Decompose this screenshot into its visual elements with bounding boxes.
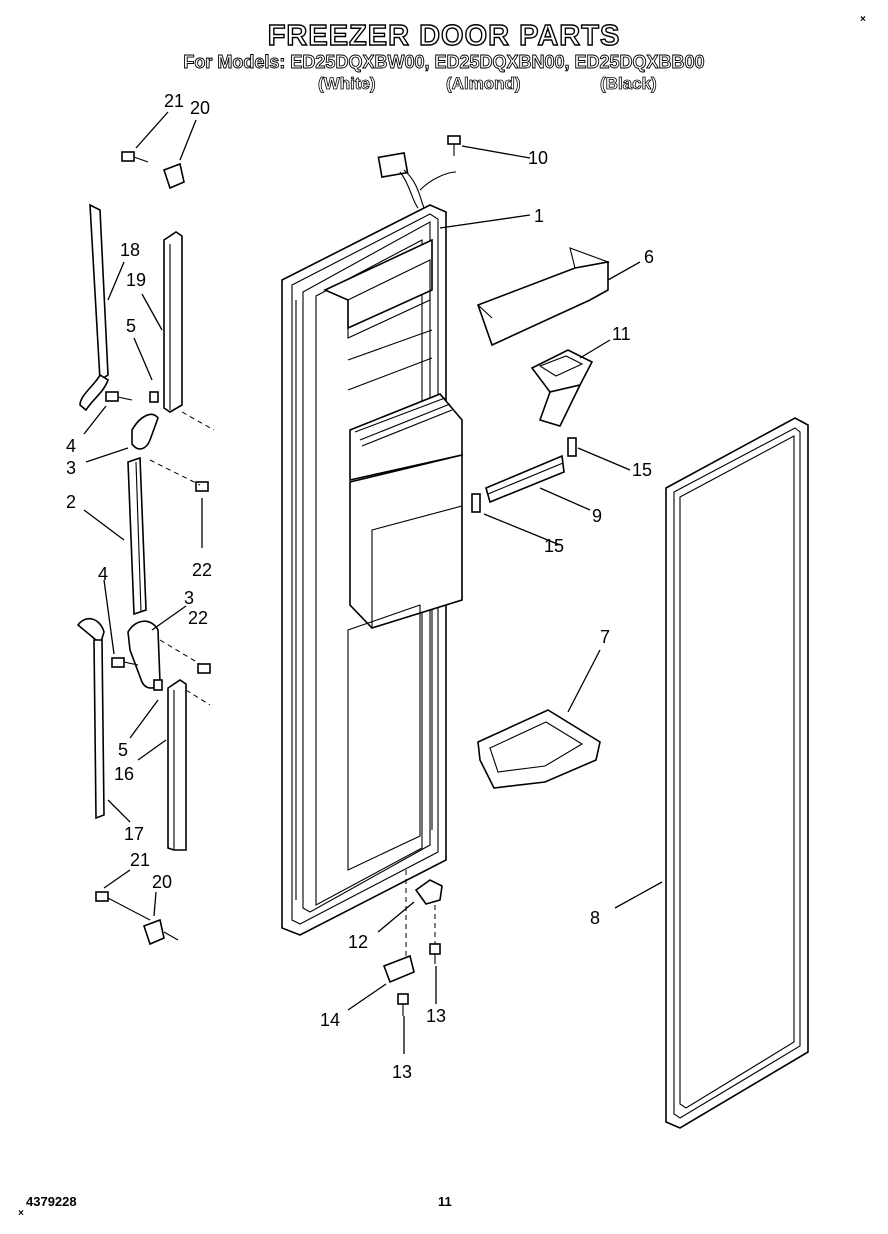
finish-black: (Black) [600, 74, 657, 94]
callout-4-lower: 4 [98, 564, 108, 584]
clip-5-lower [153, 679, 163, 691]
callout-11: 11 [612, 324, 631, 344]
wire-harness [377, 151, 457, 209]
callout-8: 8 [590, 908, 600, 928]
hinge-block-14 [382, 954, 415, 984]
callout-21-upper: 21 [164, 91, 184, 111]
handle-channel-19 [163, 231, 183, 413]
callout-13-right: 13 [426, 1006, 446, 1026]
finish-white: (White) [318, 74, 376, 94]
screw-10 [447, 135, 461, 156]
corner-mark-top: × [860, 14, 866, 25]
leader-lines [83, 111, 663, 1054]
document-number: 4379228 [26, 1194, 77, 1209]
lower-handle-cap-3 [127, 620, 161, 689]
rail-9 [485, 454, 565, 504]
mount-20-lower [142, 918, 179, 946]
callout-15-upper: 15 [632, 460, 652, 480]
model-list: For Models: ED25DQXBW00, ED25DQXBN00, ED… [183, 52, 705, 73]
mount-20-upper [162, 162, 185, 190]
callout-7: 7 [600, 627, 610, 647]
callout-12: 12 [348, 932, 368, 952]
callout-15-lower: 15 [544, 536, 564, 556]
hinge-bracket-12 [414, 879, 443, 905]
screw-4-upper [105, 391, 133, 402]
callout-4-upper: 4 [66, 436, 76, 456]
screw-22-upper [195, 481, 209, 492]
callout-18: 18 [120, 240, 140, 260]
screw-22-lower [197, 663, 211, 674]
door-bin-7 [477, 709, 601, 789]
screw-13-right [429, 943, 441, 964]
page-title: FREEZER DOOR PARTS [267, 19, 621, 52]
callout-22-upper: 22 [192, 560, 212, 580]
shelf-bracket-6 [476, 247, 611, 347]
callout-1: 1 [534, 206, 544, 226]
callout-9: 9 [592, 506, 602, 526]
page-number: 11 [438, 1194, 452, 1209]
callout-6: 6 [644, 247, 654, 267]
screw-21-lower [95, 891, 151, 921]
ice-chute-11 [530, 349, 594, 427]
callout-10: 10 [528, 148, 548, 168]
clip-5-upper [149, 391, 159, 403]
clip-15-lower [471, 493, 481, 513]
callout-2: 2 [66, 492, 76, 512]
door-panel [281, 204, 463, 936]
upper-handle-cap-3 [131, 413, 159, 450]
door-gasket-8 [665, 417, 809, 1129]
callout-20-lower: 20 [152, 872, 172, 892]
handle-channel-16 [167, 679, 187, 851]
callout-3-lower: 3 [184, 588, 194, 608]
clip-15-upper [567, 437, 577, 457]
callout-5-upper: 5 [126, 316, 136, 336]
screw-4-lower [111, 657, 139, 668]
callout-13-left: 13 [392, 1062, 412, 1082]
corner-mark-bottom: × [18, 1208, 24, 1219]
screw-21-upper [121, 151, 149, 163]
callout-19: 19 [126, 270, 146, 290]
finish-almond: (Almond) [446, 74, 521, 94]
callout-3-upper: 3 [66, 458, 76, 478]
screw-13-left [397, 993, 409, 1016]
callout-16: 16 [114, 764, 134, 784]
callout-14: 14 [320, 1010, 340, 1030]
callout-21-lower: 21 [130, 850, 150, 870]
callout-17: 17 [124, 824, 144, 844]
callout-22-lower: 22 [188, 608, 208, 628]
handle-trim-17 [76, 617, 105, 820]
handle-tube-2 [127, 456, 147, 616]
callout-5-lower: 5 [118, 740, 128, 760]
callout-20-upper: 20 [190, 98, 210, 118]
handle-trim-18 [79, 203, 109, 412]
